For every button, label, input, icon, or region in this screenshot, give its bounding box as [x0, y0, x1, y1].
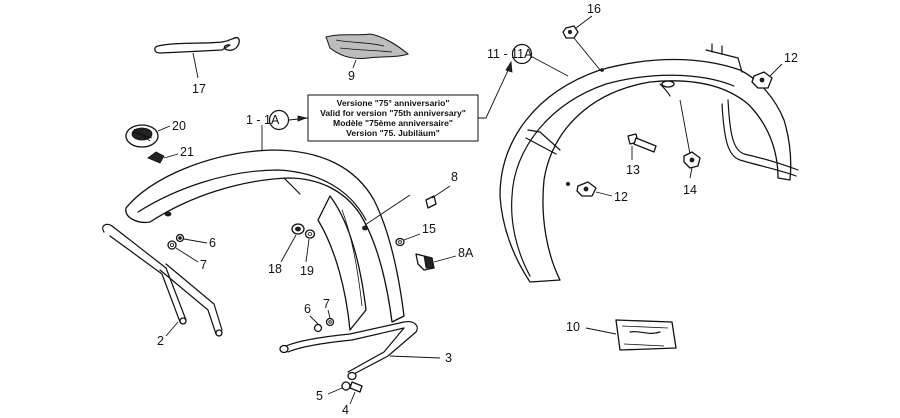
leader-7a: [175, 247, 199, 263]
leader-19: [305, 238, 310, 263]
callout-12-side: 12: [614, 190, 628, 204]
callout-18: 18: [268, 262, 282, 276]
part-3-stay: [279, 321, 418, 381]
callout-12-top: 12: [784, 51, 798, 65]
part-13-bolt: [627, 133, 657, 153]
callout-8A: 8A: [458, 246, 474, 260]
leader-8: [431, 185, 451, 199]
callout-10: 10: [566, 320, 580, 334]
leader-16-fender: [573, 37, 601, 71]
part-17-tool: [154, 36, 240, 54]
callout-13: 13: [626, 163, 640, 177]
leader-9: [352, 59, 357, 69]
version-note-box: [307, 94, 479, 142]
part-21-clip: [147, 151, 165, 164]
part-10-manual: [615, 319, 677, 351]
callout-3: 3: [445, 351, 452, 365]
part-9-badge: [325, 33, 410, 59]
part-6-bolt-front: [175, 233, 185, 243]
callout-4: 4: [342, 403, 349, 417]
leader-15: [403, 233, 421, 241]
leader-18: [280, 234, 297, 263]
callout-17: 17: [192, 82, 206, 96]
version-note-line-3: Modèle "75ème anniversaire": [333, 118, 453, 128]
leader-10: [585, 327, 617, 335]
callout-circle-11A: [511, 43, 533, 65]
part-1-front-fender: [125, 149, 405, 331]
part-4-screw: [349, 381, 363, 393]
leader-6b: [309, 315, 319, 325]
leader-17: [192, 52, 199, 79]
callout-7-upper: 7: [200, 258, 207, 272]
note-arrow-right: [478, 65, 511, 119]
leader-12a: [769, 63, 783, 77]
part-8A-reflector: [415, 253, 435, 271]
callout-2: 2: [157, 334, 164, 348]
callout-19: 19: [300, 264, 314, 278]
leader-6a: [183, 238, 208, 244]
leader-14: [689, 167, 693, 179]
version-note-line-4: Version "75. Jubiläum": [346, 128, 440, 138]
callout-16: 16: [587, 2, 601, 16]
version-note-line-2: Valid for version "75th anniversary": [320, 108, 466, 118]
part-6-bolt-lower: [313, 323, 323, 333]
part-5-washer: [341, 381, 351, 391]
callout-11-11A: 11 - 11A: [487, 47, 533, 61]
part-12-nut-top: [751, 71, 773, 89]
leader-14-fender: [679, 99, 691, 155]
callout-14: 14: [683, 183, 697, 197]
note-arrowhead-left: [297, 115, 308, 122]
callout-20: 20: [172, 119, 186, 133]
part-18-washer: [291, 223, 305, 235]
leader-4: [349, 391, 356, 405]
callout-7-lower: 7: [323, 297, 330, 311]
version-note-line-1: Versione "75° anniversario": [337, 98, 450, 108]
part-19-washer: [304, 229, 316, 239]
callout-6-lower: 6: [304, 302, 311, 316]
leader-16: [575, 15, 593, 29]
part-14-nut: [683, 151, 701, 169]
part-8-bolt: [425, 195, 437, 209]
callout-circle-1A: [268, 109, 290, 131]
leader-8-fender: [364, 194, 411, 226]
leader-3: [389, 355, 441, 359]
leader-12b: [595, 191, 613, 197]
callout-8: 8: [451, 170, 458, 184]
callout-5: 5: [316, 389, 323, 403]
leader-2: [165, 321, 179, 337]
note-arrowhead-right: [505, 60, 513, 73]
leader-5: [327, 387, 343, 395]
leader-21: [163, 153, 179, 159]
callout-21: 21: [180, 145, 194, 159]
callout-6-upper: 6: [209, 236, 216, 250]
leader-20: [157, 125, 171, 132]
callout-15: 15: [422, 222, 436, 236]
part-2-stand: [102, 223, 223, 337]
part-7-washer-front: [167, 240, 177, 250]
part-20-horn: [125, 124, 159, 148]
part-11-rear-fender: [499, 43, 799, 283]
leader-7b: [327, 309, 331, 319]
callout-1-1A: 1 - 1A: [246, 113, 280, 127]
callout-9: 9: [348, 69, 355, 83]
leader-8A: [433, 255, 457, 263]
part-7-washer-lower: [325, 317, 335, 327]
part-15-washer: [395, 237, 405, 247]
part-16-nut: [562, 25, 579, 39]
part-12-nut-side: [576, 181, 597, 197]
